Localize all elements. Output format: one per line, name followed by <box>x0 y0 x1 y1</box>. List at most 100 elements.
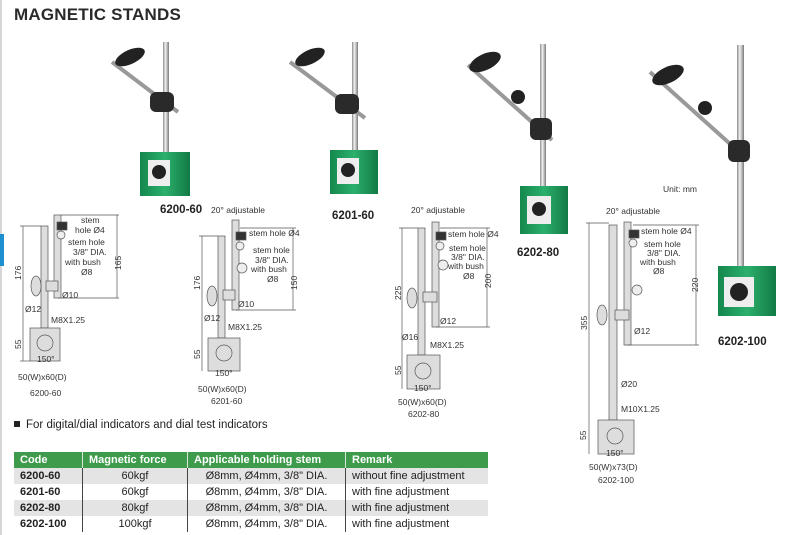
label-stem-hole: stem hole <box>68 237 105 247</box>
cell-stem: Ø8mm, Ø4mm, 3/8" DIA. <box>187 500 346 516</box>
dim-rod-diameter: Ø12 <box>440 316 457 326</box>
label-d8: Ø8 <box>653 266 665 276</box>
cell-code: 6200-60 <box>14 468 83 484</box>
dim-base-size: 50(W)x60(D) <box>18 372 67 382</box>
column-header-code: Code <box>14 452 83 468</box>
label-d8: Ø8 <box>81 267 93 277</box>
label-stem-hole4: stem hole Ø4 <box>249 228 300 238</box>
dim-total-height: 176 <box>13 265 23 280</box>
bullet-icon <box>14 421 20 427</box>
label-dia: 3/8" DIA. <box>73 247 107 257</box>
product-photo-6200-60 <box>110 42 190 196</box>
dim-rod-diameter: Ø12 <box>204 313 221 323</box>
label-stem-hole4: stem hole Ø4 <box>448 229 499 239</box>
cell-code: 6201-60 <box>20 486 61 498</box>
product-photo-6202-80 <box>466 44 568 234</box>
diagram-model: 6202-100 <box>598 475 634 485</box>
feature-note: For digital/dial indicators and dial tes… <box>14 419 268 431</box>
spec-table: Code Magnetic force Applicable holding s… <box>14 452 488 532</box>
dim-upper-height: 220 <box>690 277 700 292</box>
product-label-6201-60: 6201-60 <box>332 210 375 222</box>
product-label-6202-100: 6202-100 <box>718 336 767 348</box>
dim-angle: 150° <box>606 448 624 458</box>
dim-lower-diameter: Ø20 <box>621 379 638 389</box>
label-dia: 3/8" DIA. <box>255 255 289 265</box>
dim-angle: 150° <box>414 383 432 393</box>
label-adjustable: 20° adjustable <box>606 206 660 216</box>
product-label-6202-80: 6202-80 <box>517 247 560 259</box>
unit-note: Unit: mm <box>663 184 697 194</box>
page-title: MAGNETIC STANDS <box>14 5 182 24</box>
table-row: 6202-100 100kgf Ø8mm, Ø4mm, 3/8" DIA. wi… <box>14 516 488 532</box>
dim-upper-height: 165 <box>113 255 123 270</box>
diagram-6200-60 <box>20 214 119 362</box>
column-header-holding-stem: Applicable holding stem <box>187 452 346 468</box>
label-with-bush: with bush <box>448 261 484 271</box>
cell-stem: Ø8mm, Ø4mm, 3/8" DIA. <box>187 468 346 484</box>
label-d8: Ø8 <box>267 274 279 284</box>
dim-rod-diameter: Ø12 <box>25 304 42 314</box>
cell-remark: with fine adjustment <box>345 500 488 516</box>
cell-remark: without fine adjustment <box>345 468 488 484</box>
label-stem: stem <box>81 215 100 225</box>
dim-base-height: 55 <box>393 365 403 375</box>
label-adjustable: 20° adjustable <box>211 205 265 215</box>
cell-force: 100kgf <box>82 516 188 532</box>
diagram-model: 6202-80 <box>408 409 440 419</box>
label-d8: Ø8 <box>463 271 475 281</box>
product-label-6200-60: 6200-60 <box>160 204 203 216</box>
product-photo-6202-100 <box>648 45 776 316</box>
dim-thread: M8X1.25 <box>51 315 86 325</box>
product-photo-6201-60 <box>288 42 378 194</box>
dim-base-size: 50(W)x60(D) <box>398 397 447 407</box>
dim-clamp-diameter: Ø10 <box>62 290 79 300</box>
feature-note-text: For digital/dial indicators and dial tes… <box>26 419 268 431</box>
label-with-bush: with bush <box>65 257 101 267</box>
dim-base-size: 50(W)x73(D) <box>589 462 638 472</box>
cell-code: 6202-100 <box>20 518 67 530</box>
dim-thread: M8X1.25 <box>228 322 263 332</box>
dim-total-height: 355 <box>579 315 589 330</box>
dim-angle: 150° <box>37 354 55 364</box>
label-adjustable: 20° adjustable <box>411 205 465 215</box>
dim-base-size: 50(W)x60(D) <box>198 384 247 394</box>
cell-remark: with fine adjustment <box>345 484 488 500</box>
dim-base-height: 55 <box>578 430 588 440</box>
dim-lower-diameter: Ø16 <box>402 332 419 342</box>
diagram-model: 6200-60 <box>30 388 62 398</box>
dim-angle: 150° <box>215 368 233 378</box>
label-stem-hole: stem hole <box>449 243 486 253</box>
dim-total-height: 225 <box>393 285 403 300</box>
dim-clamp-diameter: Ø10 <box>238 299 255 309</box>
column-header-magnetic-force: Magnetic force <box>82 452 188 468</box>
side-tab-marker <box>0 234 4 266</box>
dim-base-height: 55 <box>192 349 202 359</box>
label-hole4: hole Ø4 <box>75 225 105 235</box>
table-row: 6201-60 60kgf Ø8mm, Ø4mm, 3/8" DIA. with… <box>14 484 488 500</box>
dim-total-height: 176 <box>192 275 202 290</box>
label-stem-hole4: stem hole Ø4 <box>641 226 692 236</box>
diagram-6202-100 <box>586 221 699 455</box>
page-edge <box>0 0 2 535</box>
cell-force: 60kgf <box>82 468 188 484</box>
dim-thread: M10X1.25 <box>621 404 660 414</box>
column-header-remark: Remark <box>345 452 488 468</box>
table-header-row: Code Magnetic force Applicable holding s… <box>14 452 488 468</box>
label-with-bush: with bush <box>640 257 676 267</box>
cell-stem: Ø8mm, Ø4mm, 3/8" DIA. <box>187 516 346 532</box>
diagram-6201-60 <box>199 219 296 372</box>
cell-remark: with fine adjustment <box>345 516 488 532</box>
diagram-model: 6201-60 <box>211 396 243 406</box>
label-stem-hole: stem hole <box>644 239 681 249</box>
dim-upper-height: 150 <box>289 275 299 290</box>
dim-upper-height: 200 <box>483 273 493 288</box>
dim-thread: M8X1.25 <box>430 340 465 350</box>
table-row: 6200-60 60kgf Ø8mm, Ø4mm, 3/8" DIA. with… <box>14 468 488 484</box>
label-dia: 3/8" DIA. <box>647 248 681 258</box>
cell-force: 60kgf <box>82 484 188 500</box>
table-row: 6202-80 80kgf Ø8mm, Ø4mm, 3/8" DIA. with… <box>14 500 488 516</box>
diagram-6202-80 <box>399 221 490 390</box>
label-stem-hole: stem hole <box>253 245 290 255</box>
cell-stem: Ø8mm, Ø4mm, 3/8" DIA. <box>187 484 346 500</box>
